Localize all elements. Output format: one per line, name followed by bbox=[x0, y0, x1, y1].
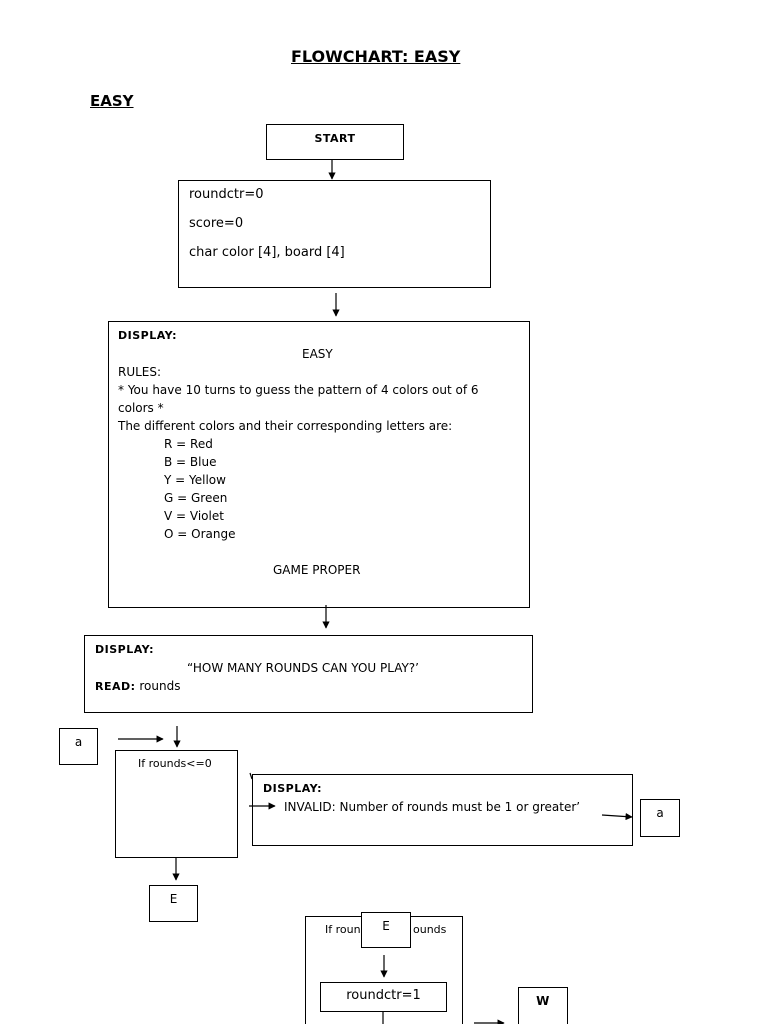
connector-e-bottom-label: E bbox=[169, 892, 178, 906]
rounds-prompt: “HOW MANY ROUNDS CAN YOU PLAY?’ bbox=[187, 661, 419, 675]
rules-label: RULES: bbox=[118, 365, 162, 379]
decision-rounds-box: If rounds<=0 bbox=[115, 750, 238, 858]
read-label: READ: bbox=[95, 680, 136, 693]
rule-line-1: * You have 10 turns to guess the pattern… bbox=[118, 383, 479, 397]
arrow-invalid-tick bbox=[249, 772, 253, 780]
rules-display-header: DISPLAY: bbox=[118, 329, 178, 342]
rule-line-2: colors * bbox=[118, 401, 164, 415]
connector-e-bottom: E bbox=[149, 885, 198, 922]
connector-a-right-label: a bbox=[656, 806, 664, 820]
start-label: START bbox=[314, 132, 356, 145]
page-title: FLOWCHART: EASY bbox=[291, 47, 461, 66]
rules-display-box: DISPLAY: EASY RULES: * You have 10 turns… bbox=[108, 321, 530, 608]
arrow-invalid-to-a bbox=[601, 812, 633, 821]
roundctr-set-box: roundctr=1 bbox=[320, 982, 447, 1012]
roundctr-set-label: roundctr=1 bbox=[346, 988, 421, 1003]
init-line-roundctr: roundctr=0 bbox=[189, 187, 264, 202]
init-line-score: score=0 bbox=[189, 216, 244, 231]
color-blue: B = Blue bbox=[164, 455, 217, 469]
connector-a-left: a bbox=[59, 728, 98, 765]
invalid-message: INVALID: Number of rounds must be 1 or g… bbox=[284, 800, 581, 814]
color-red: R = Red bbox=[164, 437, 213, 451]
connector-e-top-label: E bbox=[382, 919, 390, 933]
connector-w: W bbox=[518, 987, 568, 1024]
connector-a-right: a bbox=[640, 799, 680, 837]
read-value: rounds bbox=[139, 679, 181, 693]
invalid-display-header: DISPLAY: bbox=[263, 782, 323, 795]
init-box: roundctr=0 score=0 char color [4], board… bbox=[178, 180, 491, 288]
connector-a-left-label: a bbox=[74, 735, 83, 749]
connector-e-top: E bbox=[361, 912, 411, 948]
init-line-arrays: char color [4], board [4] bbox=[189, 245, 345, 260]
rules-footer: GAME PROPER bbox=[273, 563, 361, 577]
invalid-display-box: DISPLAY: INVALID: Number of rounds must … bbox=[252, 774, 633, 846]
connector-w-label: W bbox=[536, 994, 550, 1008]
rules-easy-title: EASY bbox=[302, 347, 333, 361]
decision-roundctr-label-right: ounds bbox=[413, 923, 447, 936]
rounds-display-box: DISPLAY: “HOW MANY ROUNDS CAN YOU PLAY?’… bbox=[84, 635, 533, 713]
start-box: START bbox=[266, 124, 404, 160]
color-yellow: Y = Yellow bbox=[164, 473, 226, 487]
color-green: G = Green bbox=[164, 491, 228, 505]
rounds-display-header: DISPLAY: bbox=[95, 643, 155, 656]
decision-rounds-label: If rounds<=0 bbox=[138, 757, 212, 770]
rounds-read-line: READ: rounds bbox=[95, 679, 180, 693]
section-title: EASY bbox=[90, 92, 134, 110]
decision-roundctr-label-left: If roun bbox=[325, 923, 361, 936]
color-orange: O = Orange bbox=[164, 527, 236, 541]
colors-intro: The different colors and their correspon… bbox=[118, 419, 453, 433]
color-violet: V = Violet bbox=[164, 509, 224, 523]
